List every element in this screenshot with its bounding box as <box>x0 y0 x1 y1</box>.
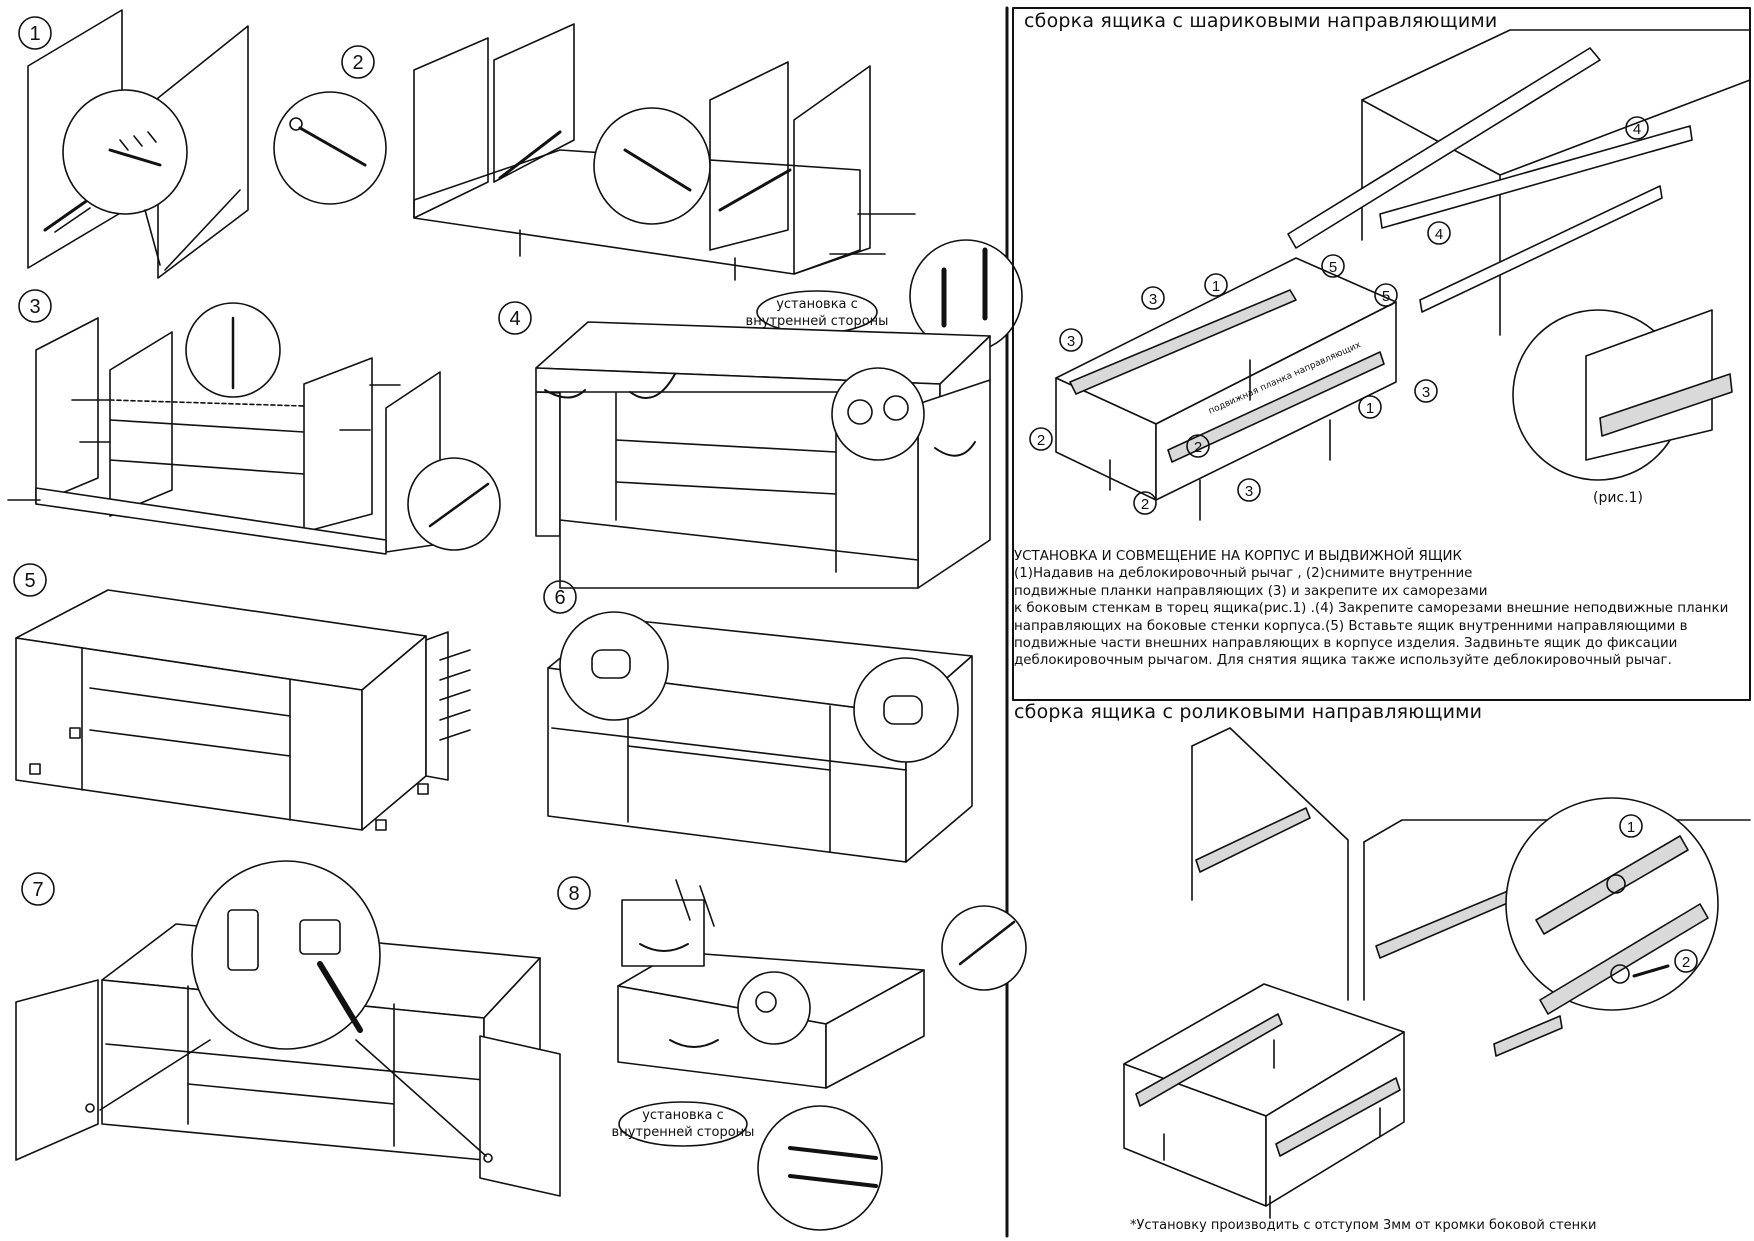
ball-callout-4b: 4 <box>1435 226 1443 243</box>
step-8-zoom-dowels <box>757 1105 883 1231</box>
inner-slide-member <box>1069 289 1297 395</box>
step-8-diagram: 8 установка с внутренней стороны <box>557 876 1027 1231</box>
step-8-drawer-front <box>621 899 705 967</box>
step-1-number: 1 <box>29 23 40 45</box>
instruction-line-7: деблокировочным рычагом. Для снятия ящик… <box>1014 653 1672 669</box>
step-8-note-bubble <box>618 1101 748 1147</box>
step-4-diagram: 4 <box>498 301 991 589</box>
step-6-diagram: 6 <box>543 580 973 863</box>
ball-slides-panel <box>1012 7 1751 701</box>
step-8-note-line-1: установка с <box>642 1108 724 1123</box>
ball-callout-5a: 5 <box>1329 259 1337 276</box>
step-2-zoom-left <box>273 91 387 205</box>
roller-callout-1: 1 <box>1627 819 1635 836</box>
step-1-zoom-circle <box>62 89 188 215</box>
step-4-zoom <box>831 367 925 461</box>
step-4-number: 4 <box>509 308 520 330</box>
step-5-number: 5 <box>24 570 35 592</box>
ball-slides-heading: сборка ящика с шариковыми направляющими <box>1024 10 1498 32</box>
step-7-right-door <box>479 1035 561 1197</box>
step-6-zoom-left <box>559 611 669 721</box>
instruction-line-1: УСТАНОВКА И СОВМЕЩЕНИЕ НА КОРПУС И ВЫДВИ… <box>1014 549 1463 564</box>
ball-callout-4a: 4 <box>1633 121 1641 138</box>
step-8-zoom-bolt <box>941 905 1027 991</box>
ball-slides-diagram: 1 1 2 2 2 3 3 3 3 4 4 5 5 подвижная план… <box>1029 29 1751 521</box>
ball-callout-3a: 3 <box>1149 291 1157 308</box>
roller-footnote: *Установку производить с отступом 3мм от… <box>1130 1218 1597 1233</box>
ball-callout-2a: 2 <box>1037 432 1045 449</box>
step-7-diagram: 7 <box>15 860 561 1197</box>
step-2-diagram: 2 установка с внутренней стороны <box>273 23 1023 353</box>
ball-slides-instructions: УСТАНОВКА И СОВМЕЩЕНИЕ НА КОРПУС И ВЫДВИ… <box>1014 548 1744 670</box>
ball-callout-2c: 2 <box>1141 496 1149 513</box>
step-1-diagram: 1 <box>18 9 249 279</box>
step-8-number: 8 <box>568 883 579 905</box>
step-3-number: 3 <box>29 296 40 318</box>
step-2-number: 2 <box>352 52 363 74</box>
roller-callout-2: 2 <box>1682 954 1690 971</box>
instruction-line-4: к боковым стенкам в торец ящика(рис.1) .… <box>1014 601 1729 617</box>
instruction-line-3: подвижные планки направляющих (3) и закр… <box>1014 583 1488 599</box>
roller-slides-diagram: 1 2 <box>1123 727 1751 1219</box>
ball-callout-3b: 3 <box>1067 333 1075 350</box>
step-3-diagram: 3 <box>7 289 501 555</box>
ball-callout-3d: 3 <box>1245 483 1253 500</box>
step-5-diagram: 5 <box>13 563 471 831</box>
step-7-number: 7 <box>32 879 43 901</box>
roller-slides-heading: сборка ящика с роликовыми направляющими <box>1014 701 1483 723</box>
ball-callout-1b: 1 <box>1366 400 1374 417</box>
instruction-line-2: (1)Надавив на деблокировочный рычаг , (2… <box>1014 566 1473 582</box>
step-2-note-line-1: установка с <box>776 297 858 312</box>
fig-1-label: (рис.1) <box>1593 490 1643 506</box>
ball-callout-3c: 3 <box>1422 384 1430 401</box>
ball-callout-1a: 1 <box>1212 278 1220 295</box>
step-3-zoom-right <box>407 457 501 551</box>
instruction-line-6: подвижные части внешних направляющих в к… <box>1014 636 1678 652</box>
instruction-line-5: направляющих на боковые стенки корпуса.(… <box>1014 618 1688 634</box>
step-7-left-door <box>15 979 99 1161</box>
ball-callout-5b: 5 <box>1382 288 1390 305</box>
step-6-number: 6 <box>554 587 565 609</box>
step-2-note-line-2: внутренней стороны <box>746 314 889 329</box>
step-6-zoom-right <box>853 657 959 763</box>
ball-callout-2b: 2 <box>1194 439 1202 456</box>
step-7-zoom-hinge <box>191 860 381 1050</box>
step-8-note-line-2: внутренней стороны <box>612 1125 755 1140</box>
